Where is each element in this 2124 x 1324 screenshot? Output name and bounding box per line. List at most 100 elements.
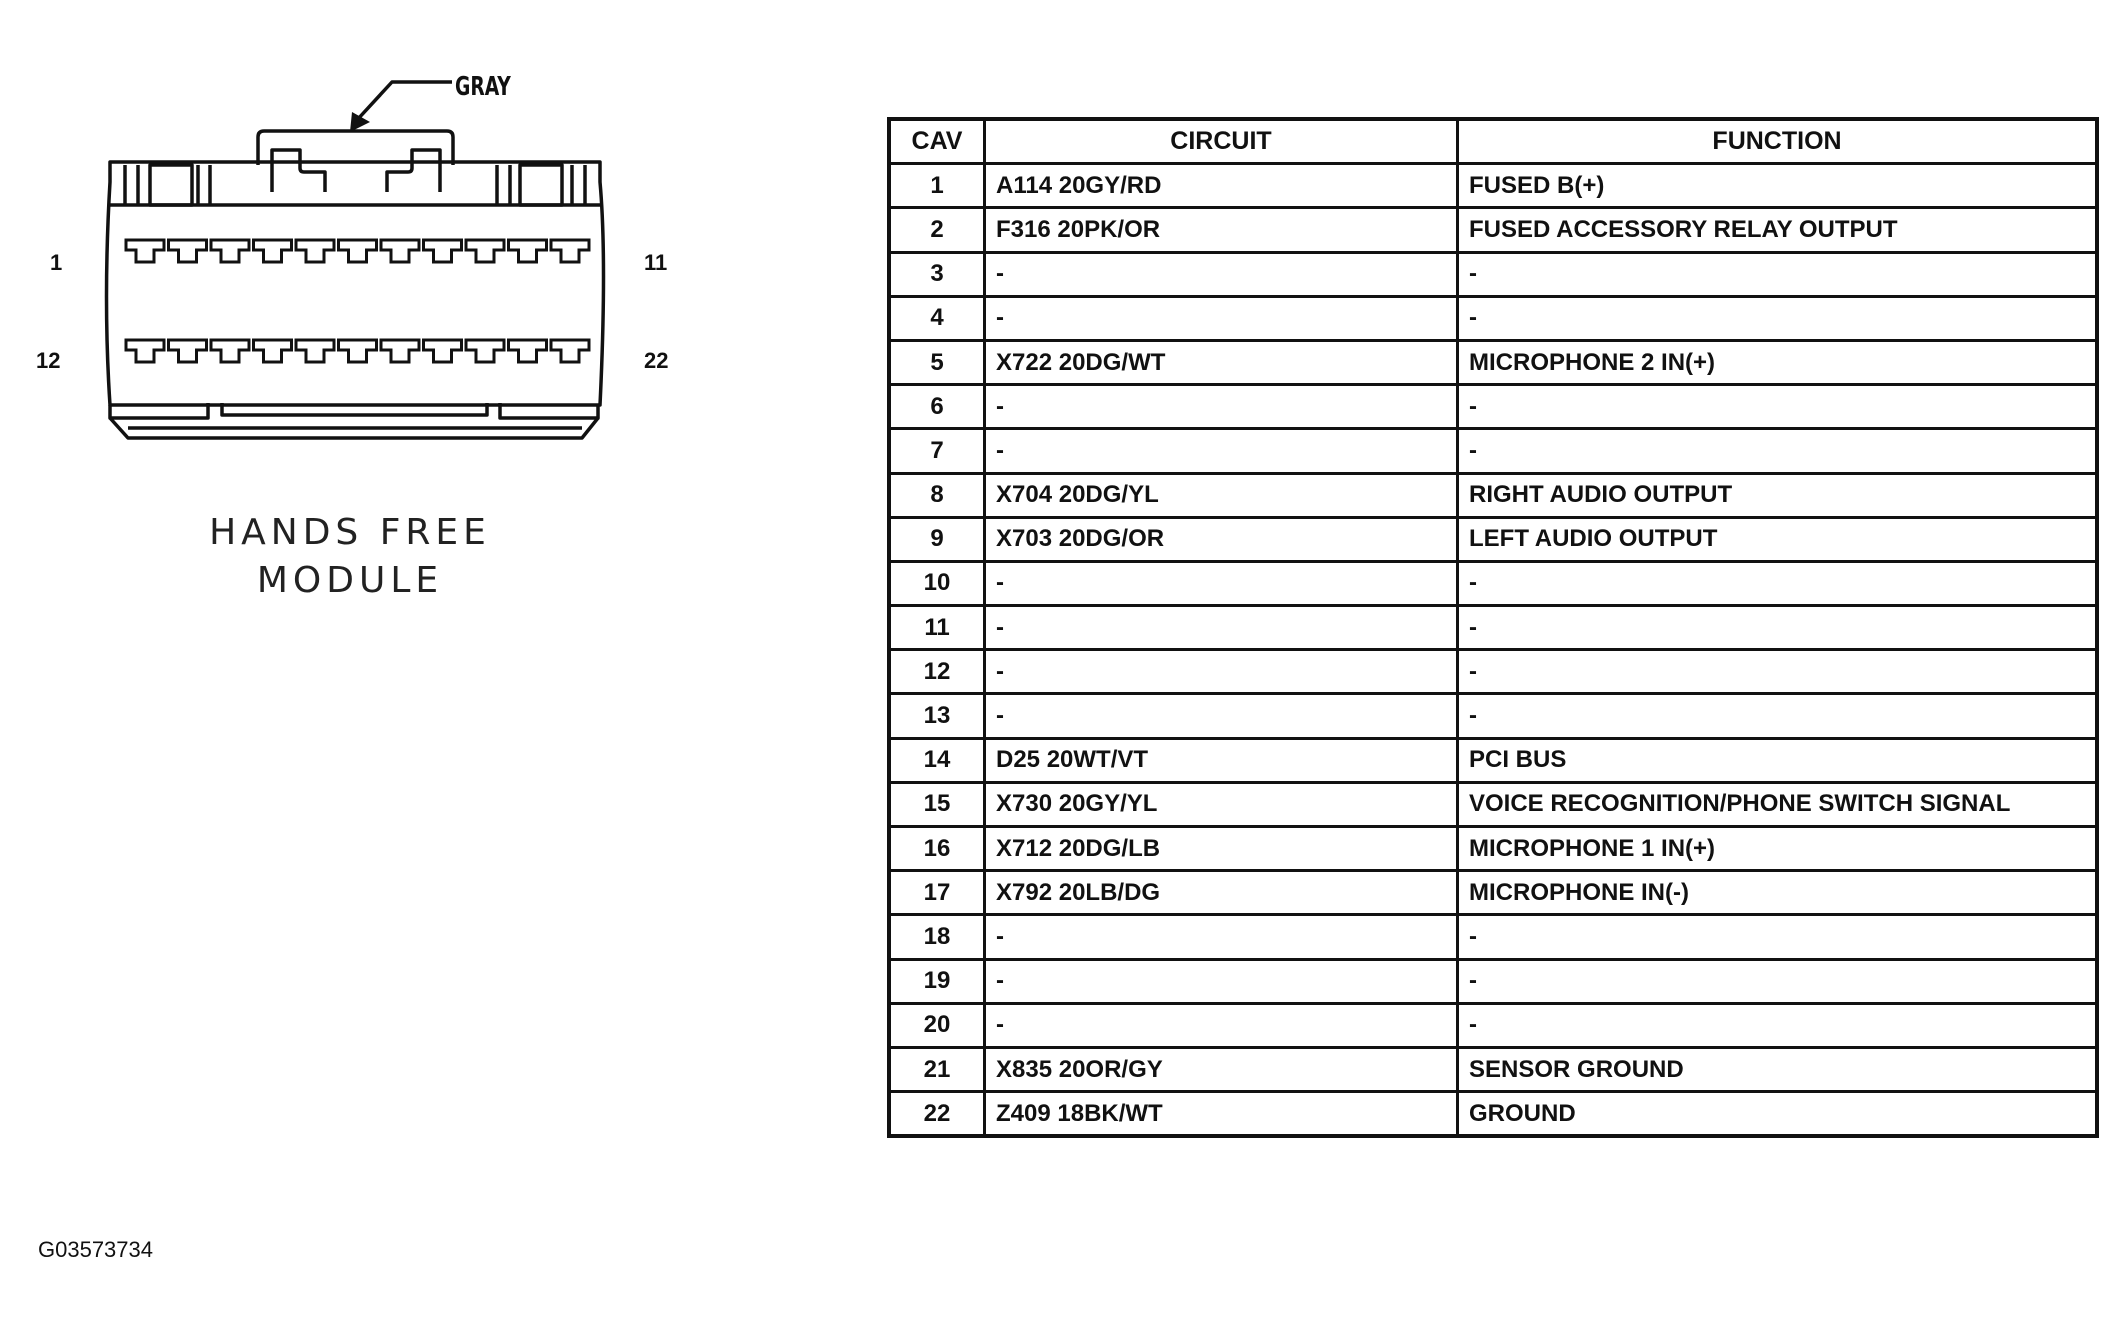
pin-label-12: 12 bbox=[36, 348, 61, 373]
connector-cavity bbox=[209, 238, 251, 264]
cav-cell: 15 bbox=[887, 780, 986, 829]
table-header-row: CAV CIRCUIT FUNCTION bbox=[887, 117, 2099, 166]
cav-cell: 14 bbox=[887, 736, 986, 784]
connector-cavity bbox=[422, 338, 463, 364]
circuit-cell: - bbox=[983, 648, 1459, 696]
connector-cavity bbox=[167, 338, 208, 364]
connector-cavity bbox=[507, 338, 548, 364]
cav-cell: 20 bbox=[887, 1001, 986, 1049]
table-row: 3-- bbox=[887, 250, 2099, 298]
function-cell: - bbox=[1456, 648, 2099, 696]
connector-base bbox=[108, 416, 600, 440]
connector-cavity bbox=[337, 338, 378, 364]
function-cell: - bbox=[1456, 1001, 2099, 1049]
function-cell: - bbox=[1456, 427, 2099, 475]
function-cell: - bbox=[1456, 957, 2099, 1005]
connector-cavity bbox=[464, 238, 506, 264]
cav-cell: 3 bbox=[887, 250, 986, 298]
circuit-cell: - bbox=[983, 957, 1459, 1005]
connector-cavity bbox=[549, 338, 591, 364]
table-row: 20-- bbox=[887, 1001, 2099, 1049]
function-cell: PCI BUS bbox=[1456, 736, 2099, 784]
module-caption-line1: HANDS FREE bbox=[209, 512, 491, 553]
function-cell: VOICE RECOGNITION/PHONE SWITCH SIGNAL bbox=[1456, 780, 2099, 829]
circuit-cell: X835 20OR/GY bbox=[983, 1045, 1459, 1094]
function-cell: - bbox=[1456, 604, 2099, 652]
table-row: 7-- bbox=[887, 427, 2099, 475]
connector-body bbox=[104, 160, 606, 407]
latch-inner-right bbox=[385, 148, 442, 192]
connector-color-label: GRAY bbox=[455, 72, 511, 102]
table-row: 6-- bbox=[887, 383, 2099, 431]
cav-cell: 2 bbox=[887, 206, 986, 254]
leader-arrowhead bbox=[350, 112, 370, 132]
table-row: 11-- bbox=[887, 604, 2099, 652]
cav-cell: 10 bbox=[887, 559, 986, 608]
circuit-cell: - bbox=[983, 427, 1459, 475]
table-row: 12-- bbox=[887, 648, 2099, 696]
color-leader-line bbox=[355, 80, 452, 122]
pin-label-22: 22 bbox=[644, 348, 669, 373]
connector-cavity bbox=[209, 338, 251, 364]
cav-cell: 9 bbox=[887, 515, 986, 563]
circuit-cell: Z409 18BK/WT bbox=[983, 1090, 1459, 1138]
latch-tab bbox=[256, 129, 455, 165]
connector-cavity bbox=[124, 238, 166, 264]
module-caption-line2: MODULE bbox=[256, 560, 444, 601]
function-cell: - bbox=[1456, 913, 2099, 961]
cav-cell: 11 bbox=[887, 604, 986, 652]
cav-cell: 8 bbox=[887, 471, 986, 519]
function-cell: - bbox=[1456, 383, 2099, 431]
function-cell: MICROPHONE 1 IN(+) bbox=[1456, 824, 2099, 873]
left-ribs bbox=[123, 163, 212, 207]
circuit-cell: X712 20DG/LB bbox=[983, 824, 1459, 873]
cav-cell: 17 bbox=[887, 869, 986, 917]
cav-cell: 7 bbox=[887, 427, 986, 475]
connector-cavity bbox=[422, 238, 463, 264]
connector-cavity bbox=[337, 238, 378, 264]
circuit-cell: F316 20PK/OR bbox=[983, 206, 1459, 254]
connector-cavity bbox=[464, 338, 506, 364]
cav-cell: 16 bbox=[887, 824, 986, 873]
function-cell: GROUND bbox=[1456, 1090, 2099, 1138]
circuit-cell: X730 20GY/YL bbox=[983, 780, 1459, 829]
connector-cavity bbox=[252, 338, 293, 364]
cav-cell: 12 bbox=[887, 648, 986, 696]
circuit-cell: - bbox=[983, 1001, 1459, 1049]
cav-cell: 19 bbox=[887, 957, 986, 1005]
right-ribs bbox=[495, 163, 587, 207]
circuit-cell: - bbox=[983, 250, 1459, 298]
header-circuit: CIRCUIT bbox=[983, 117, 1459, 166]
header-cav: CAV bbox=[887, 117, 986, 166]
circuit-cell: - bbox=[983, 559, 1459, 608]
function-cell: FUSED ACCESSORY RELAY OUTPUT bbox=[1456, 206, 2099, 254]
circuit-cell: - bbox=[983, 294, 1459, 342]
cav-cell: 5 bbox=[887, 338, 986, 387]
function-cell: - bbox=[1456, 294, 2099, 342]
connector-cavity bbox=[549, 238, 591, 264]
table-row: 18-- bbox=[887, 913, 2099, 961]
connector-cavity bbox=[379, 338, 421, 364]
table-row: 13-- bbox=[887, 692, 2099, 740]
circuit-cell: D25 20WT/VT bbox=[983, 736, 1459, 784]
circuit-cell: - bbox=[983, 604, 1459, 652]
document-id: G03573734 bbox=[38, 1237, 153, 1262]
connector-cavity bbox=[294, 238, 336, 264]
cav-cell: 1 bbox=[887, 162, 986, 210]
circuit-cell: A114 20GY/RD bbox=[983, 162, 1459, 210]
circuit-cell: X704 20DG/YL bbox=[983, 471, 1459, 519]
cav-cell: 18 bbox=[887, 913, 986, 961]
function-cell: FUSED B(+) bbox=[1456, 162, 2099, 210]
circuit-cell: - bbox=[983, 913, 1459, 961]
function-cell: - bbox=[1456, 250, 2099, 298]
circuit-cell: X722 20DG/WT bbox=[983, 338, 1459, 387]
